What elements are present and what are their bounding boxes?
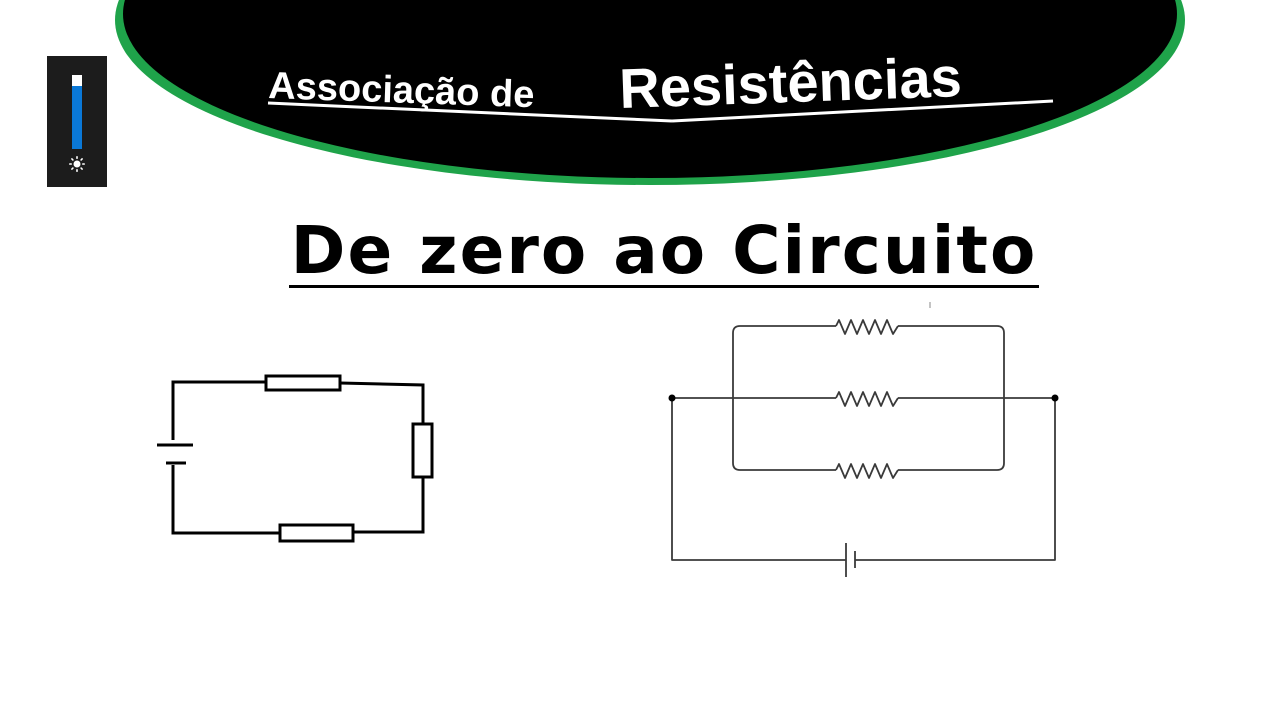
brightness-level-thumb	[72, 75, 82, 86]
subtitle-text: De zero ao Circuito	[290, 212, 1038, 289]
parallel-circuit-diagram	[668, 302, 1059, 577]
node-right	[1051, 394, 1059, 402]
title-banner: Associação de Resistências	[115, 0, 1185, 185]
series-circuit-diagram	[157, 374, 434, 543]
subtitle: De zero ao Circuito	[289, 212, 1039, 290]
resistor-right	[411, 422, 434, 479]
resistor-bottom	[278, 523, 355, 543]
resistor-top	[264, 374, 342, 392]
brightness-indicator	[47, 56, 107, 187]
node-left	[668, 394, 676, 402]
banner-title-main: Resistências	[618, 45, 962, 120]
resistor-middle-zigzag	[835, 391, 899, 407]
brightness-level-bar	[72, 75, 82, 149]
resistor-top-zigzag	[835, 319, 899, 335]
banner-title-prefix: Associação de	[268, 65, 535, 116]
subtitle-underline	[289, 285, 1039, 288]
resistor-bottom-zigzag	[835, 463, 899, 479]
sun-icon	[69, 156, 85, 172]
